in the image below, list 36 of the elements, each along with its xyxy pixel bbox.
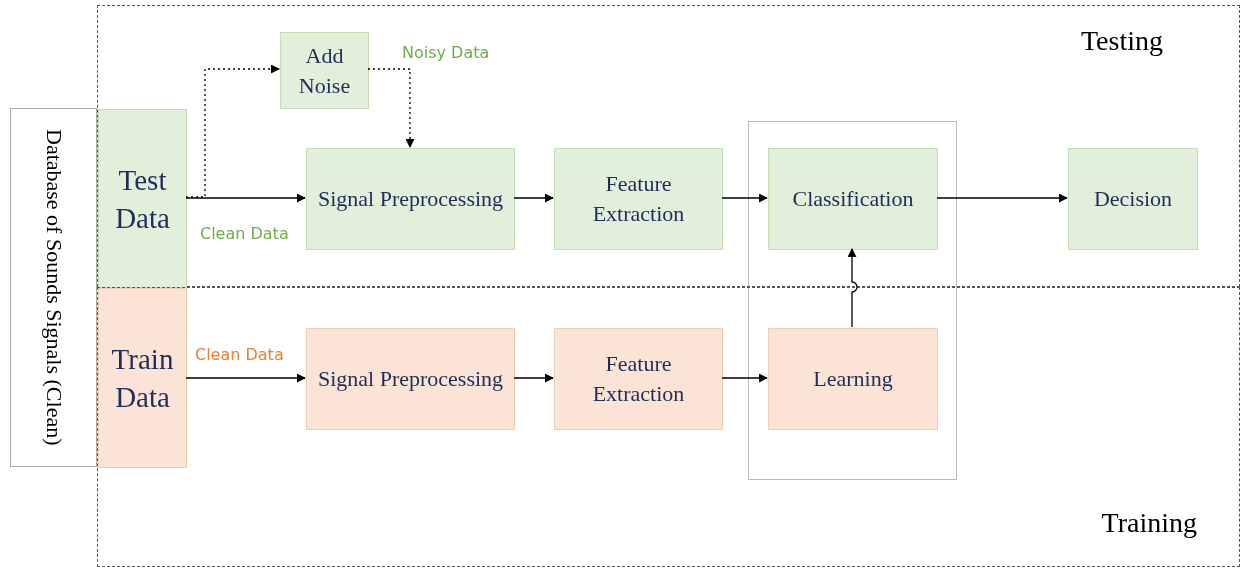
arrow	[936, 193, 1068, 203]
arrow	[185, 193, 306, 203]
process-box	[1068, 148, 1198, 250]
arrow	[367, 68, 415, 148]
box-label: Classification	[791, 185, 915, 213]
box-label: Decision	[1092, 185, 1174, 213]
arrow	[185, 64, 280, 198]
dashed-region	[97, 287, 1240, 567]
region-title: Testing	[1080, 24, 1163, 58]
arrow	[721, 373, 768, 383]
database-box	[10, 108, 97, 467]
arrow	[721, 193, 768, 203]
arrow	[513, 193, 554, 203]
box-label: Learning	[812, 365, 894, 393]
box-label: Feature Extraction	[591, 170, 686, 228]
arrow	[847, 248, 858, 328]
box-label: Feature Extraction	[591, 350, 686, 408]
process-box	[306, 148, 515, 250]
process-box	[768, 328, 938, 430]
process-box	[280, 32, 369, 109]
process-box	[98, 109, 187, 288]
box-label: Signal Preprocessing	[316, 365, 505, 393]
process-box	[554, 328, 723, 430]
arrow	[185, 373, 306, 383]
region-title: Training	[1101, 506, 1197, 540]
process-box	[768, 148, 938, 250]
box-label: Add Noise	[297, 41, 352, 100]
box-label: Test Data	[114, 162, 171, 236]
box-label: Train Data	[110, 342, 175, 415]
database-label: Database of Sounds Signals (Clean)	[40, 129, 68, 446]
process-box	[306, 328, 515, 430]
box-label: Signal Preprocessing	[316, 185, 505, 213]
arrow	[513, 373, 554, 383]
process-box	[98, 288, 187, 468]
process-box	[554, 148, 723, 250]
dashed-region	[97, 5, 1240, 287]
